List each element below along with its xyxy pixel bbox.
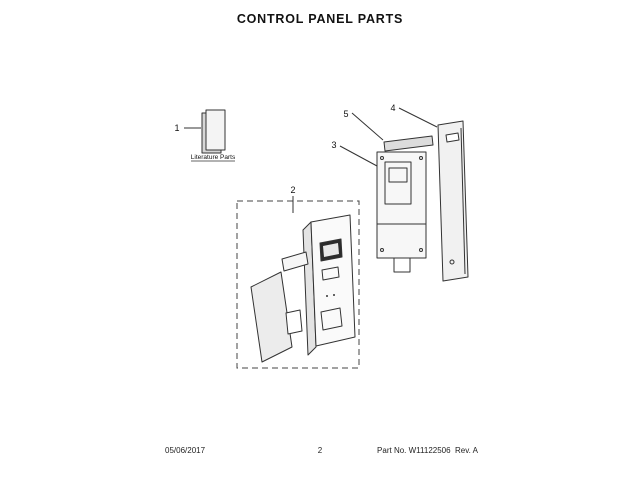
small-bracket-part bbox=[285, 309, 303, 335]
assembly-dashed-boundary bbox=[236, 200, 360, 369]
page-title: CONTROL PANEL PARTS bbox=[236, 12, 404, 26]
callout-4: 4 bbox=[390, 103, 395, 113]
callout-5-leader-line bbox=[351, 112, 384, 141]
literature-parts-label: Literature Parts bbox=[191, 154, 236, 161]
footer-date: 05/06/2017 bbox=[165, 446, 206, 455]
callout-5: 5 bbox=[343, 109, 348, 119]
keypad-area bbox=[321, 266, 340, 281]
callout-4-leader-line bbox=[398, 107, 438, 128]
trim-piece-part bbox=[281, 251, 309, 272]
literature-parts-booklet bbox=[201, 109, 226, 154]
callout-3-leader-line bbox=[339, 145, 378, 167]
membrane-sheet-part bbox=[250, 271, 293, 363]
control-panel-part bbox=[302, 214, 356, 356]
rear-panel-part bbox=[437, 120, 469, 282]
callout-3: 3 bbox=[331, 140, 336, 150]
callout-2: 2 bbox=[290, 185, 295, 195]
callout-1: 1 bbox=[174, 123, 179, 133]
footer-page-number: 2 bbox=[317, 446, 323, 455]
footer-part-number: Part No. W11122506 Rev. A bbox=[377, 446, 478, 455]
top-strip-part bbox=[383, 135, 434, 152]
control-board-housing-part bbox=[376, 151, 427, 273]
